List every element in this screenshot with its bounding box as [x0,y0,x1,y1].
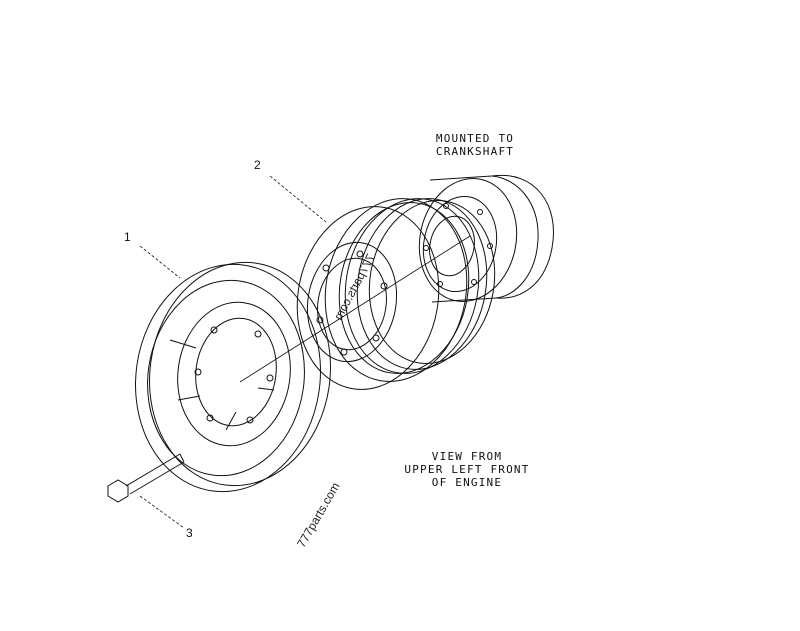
callout-leader-2 [269,175,327,223]
center-axis-line [239,235,471,383]
bolt [107,453,185,503]
pulley [296,198,496,390]
callout-2: 2 [254,158,261,172]
damper [135,261,331,493]
view-note-line-2: UPPER LEFT FRONT [404,463,530,476]
mounted-note-line-1: MOUNTED TO [435,132,515,145]
callout-3: 3 [186,526,193,540]
view-note-line-1: VIEW FROM [431,450,503,463]
mounted-note-line-2: CRANKSHAFT [435,145,515,158]
callout-leader-1 [139,245,181,279]
view-note-line-3: OF ENGINE [431,476,503,489]
callout-1: 1 [124,230,131,244]
callout-leader-3 [139,495,185,529]
